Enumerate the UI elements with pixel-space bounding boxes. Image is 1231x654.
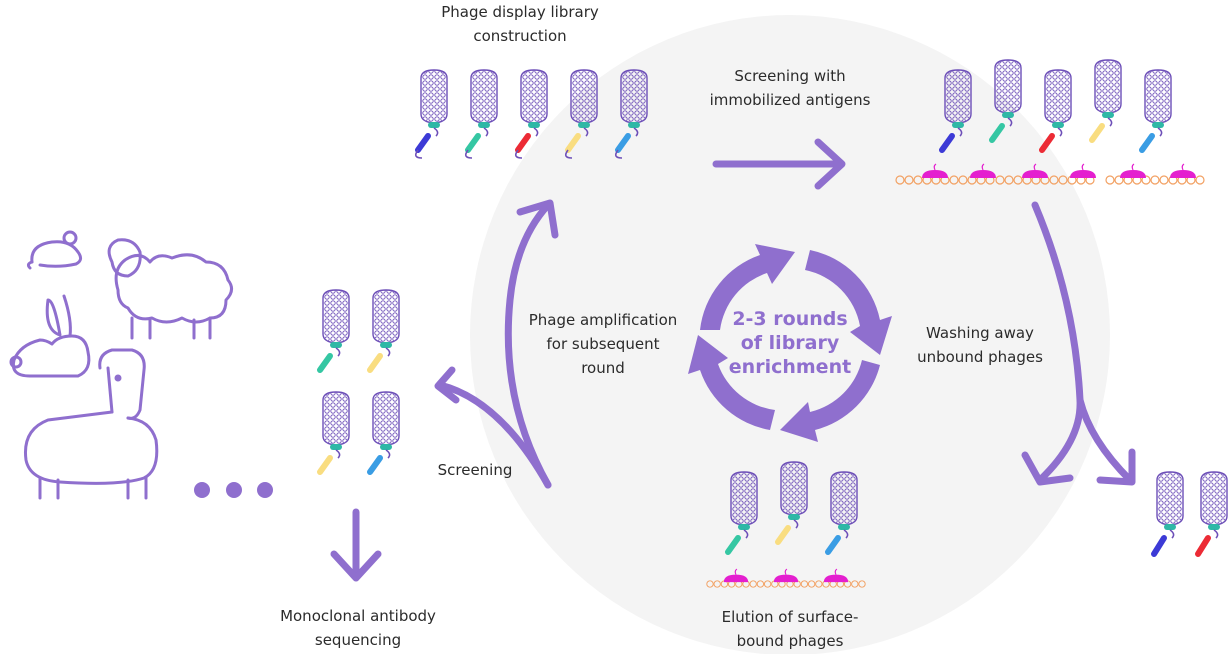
rabbit-icon xyxy=(9,294,91,378)
label-screening: Screening xyxy=(420,458,530,482)
label-line: round xyxy=(581,359,625,377)
label-line: immobilized antigens xyxy=(709,91,871,109)
sheep-icon xyxy=(107,238,233,340)
alpaca-icon xyxy=(23,348,159,500)
label-line: Monoclonal antibody xyxy=(280,607,436,625)
label-line: Washing away xyxy=(926,324,1034,342)
bound-phages-top xyxy=(939,59,1172,153)
label-line: of library xyxy=(740,332,840,354)
label-line: Screening xyxy=(437,461,513,479)
label-line: Elution of surface- xyxy=(721,608,859,626)
label-screening-antigens: Screening with immobilized antigens xyxy=(695,64,885,112)
background-circle xyxy=(470,15,1110,654)
label-library-construction: Phage display library construction xyxy=(425,0,615,48)
label-line: enrichment xyxy=(728,356,852,378)
mouse-icon xyxy=(26,230,83,270)
label-line: Screening with xyxy=(734,67,846,85)
center-enrichment-label: 2-3 rounds of library enrichment xyxy=(715,307,865,379)
amplified-phages xyxy=(317,289,400,475)
label-line: Phage amplification xyxy=(528,311,678,329)
label-line: for subsequent xyxy=(546,335,660,353)
label-elution: Elution of surface- bound phages xyxy=(700,605,880,653)
label-sequencing: Monoclonal antibody sequencing xyxy=(258,604,458,652)
label-amplification: Phage amplification for subsequent round xyxy=(508,308,698,380)
label-line: unbound phages xyxy=(917,348,1043,366)
label-line: sequencing xyxy=(314,631,402,649)
label-line: bound phages xyxy=(736,632,844,650)
cycle-arrow-icon xyxy=(688,244,892,442)
process-arrows xyxy=(330,138,1136,582)
eluted-phages xyxy=(706,461,866,588)
label-line: construction xyxy=(473,27,567,45)
library-phages xyxy=(414,69,648,159)
ellipsis-icon xyxy=(194,482,273,498)
label-washing: Washing away unbound phages xyxy=(895,321,1065,369)
label-line: Phage display library xyxy=(441,3,599,21)
unbound-phages xyxy=(1151,471,1228,557)
label-line: 2-3 rounds xyxy=(732,308,848,330)
